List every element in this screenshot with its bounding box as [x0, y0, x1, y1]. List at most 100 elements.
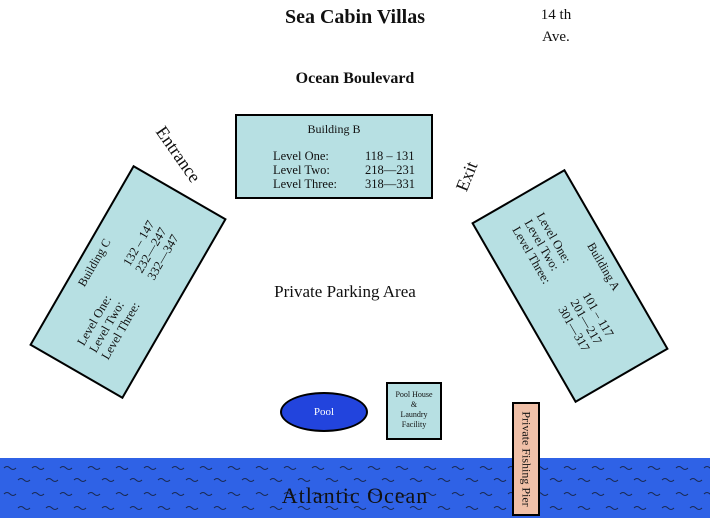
wave-mark — [45, 478, 59, 482]
wave-mark — [409, 506, 423, 510]
wave-mark — [549, 478, 563, 482]
wave-mark — [367, 492, 381, 496]
wave-mark — [227, 492, 241, 496]
building-b-name: Building B — [307, 122, 361, 136]
wave-mark — [199, 466, 213, 470]
parking-area-label: Private Parking Area — [274, 282, 416, 301]
wave-mark — [325, 506, 339, 510]
wave-mark — [101, 506, 115, 510]
wave-mark — [689, 506, 703, 510]
wave-mark — [227, 466, 241, 470]
wave-mark — [269, 478, 283, 482]
wave-mark — [157, 478, 171, 482]
wave-mark — [115, 466, 129, 470]
wave-mark — [395, 466, 409, 470]
wave-mark — [255, 492, 269, 496]
wave-mark — [3, 492, 17, 496]
wave-mark — [59, 492, 73, 496]
wave-mark — [479, 492, 493, 496]
wave-mark — [493, 506, 507, 510]
wave-mark — [241, 478, 255, 482]
building-b[interactable]: Building B Level One:118 – 131 Level Two… — [235, 114, 433, 199]
wave-mark — [563, 492, 577, 496]
wave-mark — [17, 506, 31, 510]
wave-mark — [493, 478, 507, 482]
ocean-waves — [3, 466, 710, 510]
ocean-label: Atlantic Ocean — [281, 483, 429, 508]
fishing-pier-label: Private Fishing Pier — [519, 411, 534, 507]
wave-mark — [675, 466, 689, 470]
wave-mark — [73, 478, 87, 482]
wave-mark — [577, 506, 591, 510]
wave-mark — [381, 506, 395, 510]
wave-mark — [675, 492, 689, 496]
wave-mark — [647, 466, 661, 470]
wave-mark — [283, 466, 297, 470]
wave-mark — [423, 466, 437, 470]
building-b-level-2: Level Two:218—231 — [273, 163, 415, 177]
wave-mark — [451, 466, 465, 470]
avenue-line-2: Ave. — [542, 29, 570, 45]
wave-mark — [605, 506, 619, 510]
wave-mark — [661, 478, 675, 482]
wave-mark — [325, 478, 339, 482]
wave-mark — [619, 466, 633, 470]
wave-mark — [87, 492, 101, 496]
pool[interactable]: Pool — [280, 392, 368, 432]
wave-mark — [465, 478, 479, 482]
wave-mark — [171, 466, 185, 470]
wave-mark — [115, 492, 129, 496]
wave-mark — [45, 506, 59, 510]
wave-mark — [185, 506, 199, 510]
wave-mark — [479, 466, 493, 470]
wave-mark — [31, 466, 45, 470]
wave-mark — [129, 506, 143, 510]
wave-mark — [87, 466, 101, 470]
wave-mark — [577, 478, 591, 482]
wave-mark — [661, 506, 675, 510]
pool-house[interactable]: Pool House & Laundry Facility — [386, 382, 442, 440]
wave-mark — [353, 478, 367, 482]
avenue-label: 14 th Ave. — [526, 4, 586, 48]
wave-mark — [647, 492, 661, 496]
wave-mark — [703, 492, 710, 495]
pool-label: Pool — [313, 406, 335, 418]
wave-mark — [283, 492, 297, 496]
wave-mark — [255, 466, 269, 470]
pool-house-line-4: Facility — [401, 420, 427, 429]
wave-mark — [171, 492, 185, 496]
wave-mark — [423, 492, 437, 496]
wave-mark — [157, 506, 171, 510]
wave-mark — [451, 492, 465, 496]
wave-mark — [59, 466, 73, 470]
wave-mark — [143, 466, 157, 470]
pool-house-line-2: & — [410, 400, 418, 409]
wave-mark — [437, 506, 451, 510]
wave-mark — [591, 466, 605, 470]
wave-mark — [633, 506, 647, 510]
wave-mark — [129, 478, 143, 482]
boulevard-label: Ocean Boulevard — [295, 70, 415, 87]
wave-mark — [703, 466, 710, 469]
wave-mark — [311, 492, 325, 496]
wave-mark — [465, 506, 479, 510]
wave-mark — [339, 466, 353, 470]
wave-mark — [213, 478, 227, 482]
wave-mark — [367, 466, 381, 470]
wave-mark — [199, 492, 213, 496]
entrance-label: Entrance — [151, 122, 205, 187]
wave-mark — [73, 506, 87, 510]
fishing-pier[interactable] — [512, 402, 540, 516]
wave-mark — [563, 466, 577, 470]
pool-house-line-3: Laundry — [400, 410, 428, 419]
wave-mark — [381, 478, 395, 482]
wave-mark — [17, 478, 31, 482]
avenue-line-1: 14 th — [540, 7, 572, 23]
wave-mark — [311, 466, 325, 470]
pool-house-line-1: Pool House — [395, 390, 433, 399]
wave-mark — [591, 492, 605, 496]
wave-mark — [101, 478, 115, 482]
wave-mark — [297, 506, 311, 510]
wave-mark — [31, 492, 45, 496]
wave-mark — [633, 478, 647, 482]
